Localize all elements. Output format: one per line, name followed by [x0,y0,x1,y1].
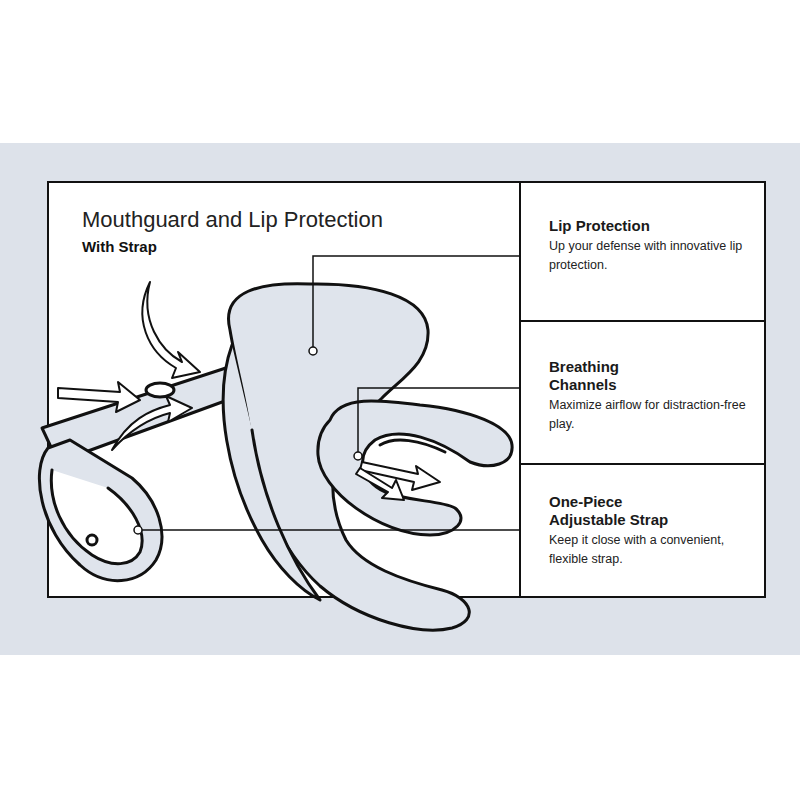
diagram-title: Mouthguard and Lip Protection [82,207,383,233]
airflow-arrows [58,282,440,500]
leader-dots [134,347,362,534]
leader-line [313,256,520,347]
leader-lines [142,256,520,530]
leader-line [358,388,520,452]
feature-heading: Lip Protection [549,217,689,235]
strap-pin [87,535,97,545]
tray-groove [380,440,445,452]
feature-description: Keep it close with a convenient, flexibl… [549,531,749,569]
feature-cell: Lip Protection Up your defense with innov… [519,181,766,322]
airflow-arrow [142,282,200,378]
strap-loop [39,440,162,581]
background-band [0,143,800,655]
feature-description: Maximize airflow for distraction-free pl… [549,396,749,434]
feature-heading: One-Piece Adjustable Strap [549,493,689,529]
feature-cell: Breathing ChannelsMaximize airflow for d… [519,320,766,465]
feature-cell: One-Piece Adjustable StrapKeep it close … [519,463,766,598]
airflow-arrow [112,396,192,450]
airflow-arrow [356,468,404,500]
strap-hole [146,383,174,397]
subtitle-label: With Strap [82,238,157,256]
airflow-arrow [58,382,140,412]
leader-dot [134,526,142,534]
shield-edge [223,345,320,600]
mouthguard-drawing [39,284,512,630]
feature-heading: Breathing Channels [549,358,689,394]
leader-line [142,529,520,531]
feature-description: Up your defense with innovative lip prot… [549,237,749,275]
leader-dot [309,347,317,355]
mouthguard-tray [318,401,512,535]
strap-loop-inner [51,470,142,564]
leader-dot [354,452,362,460]
